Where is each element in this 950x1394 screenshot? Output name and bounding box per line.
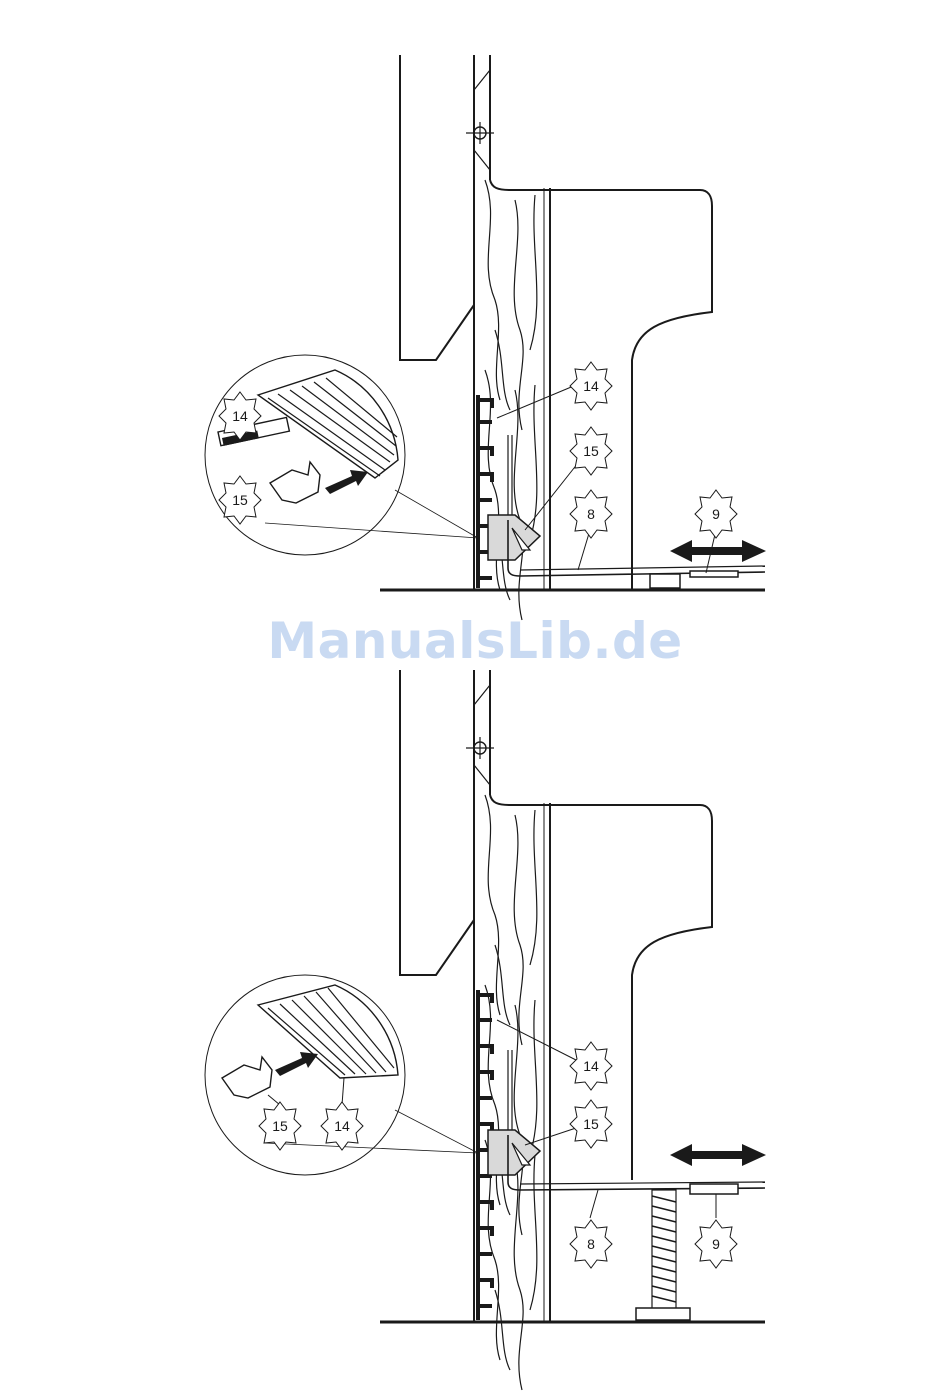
svg-text:15: 15 [583,443,599,459]
callout-9-bottom: 9 [695,1220,737,1268]
svg-text:9: 9 [712,1236,720,1252]
detail-view-top [205,355,478,555]
callout-9-top: 9 [695,490,737,538]
clip-15 [488,515,540,560]
figure-top: 14 15 8 9 14 15 [205,55,766,620]
callout-14-detail-top: 14 [219,392,261,440]
cabinet-side [400,55,474,360]
foot-9 [690,1184,738,1194]
svg-text:15: 15 [583,1116,599,1132]
callout-14-detail-bottom: 14 [321,1102,363,1150]
callout-8-bottom: 8 [570,1220,612,1268]
callout-15-detail-bottom: 15 [259,1102,301,1150]
callout-14-top: 14 [570,362,612,410]
foot-9 [690,571,738,577]
callout-15-detail-top: 15 [219,476,261,524]
svg-text:15: 15 [272,1118,288,1134]
clip-15 [488,1130,540,1175]
svg-text:14: 14 [583,378,599,394]
watermark: ManualsLib.de [0,612,950,670]
threaded-leg [636,1190,690,1320]
svg-text:8: 8 [587,1236,595,1252]
svg-text:8: 8 [587,506,595,522]
callout-8-top: 8 [570,490,612,538]
svg-text:14: 14 [334,1118,350,1134]
callout-15-bottom: 15 [570,1100,612,1148]
foot-base [650,574,680,588]
callout-15-top: 15 [570,427,612,475]
svg-text:9: 9 [712,506,720,522]
cabinet-side [400,670,474,975]
callout-14-bottom: 14 [570,1042,612,1090]
double-arrow-icon [670,540,766,562]
double-arrow-icon [670,1144,766,1166]
svg-text:15: 15 [232,492,248,508]
svg-text:14: 14 [232,408,248,424]
svg-text:14: 14 [583,1058,599,1074]
figure-bottom: 14 15 8 9 15 14 [205,670,766,1390]
